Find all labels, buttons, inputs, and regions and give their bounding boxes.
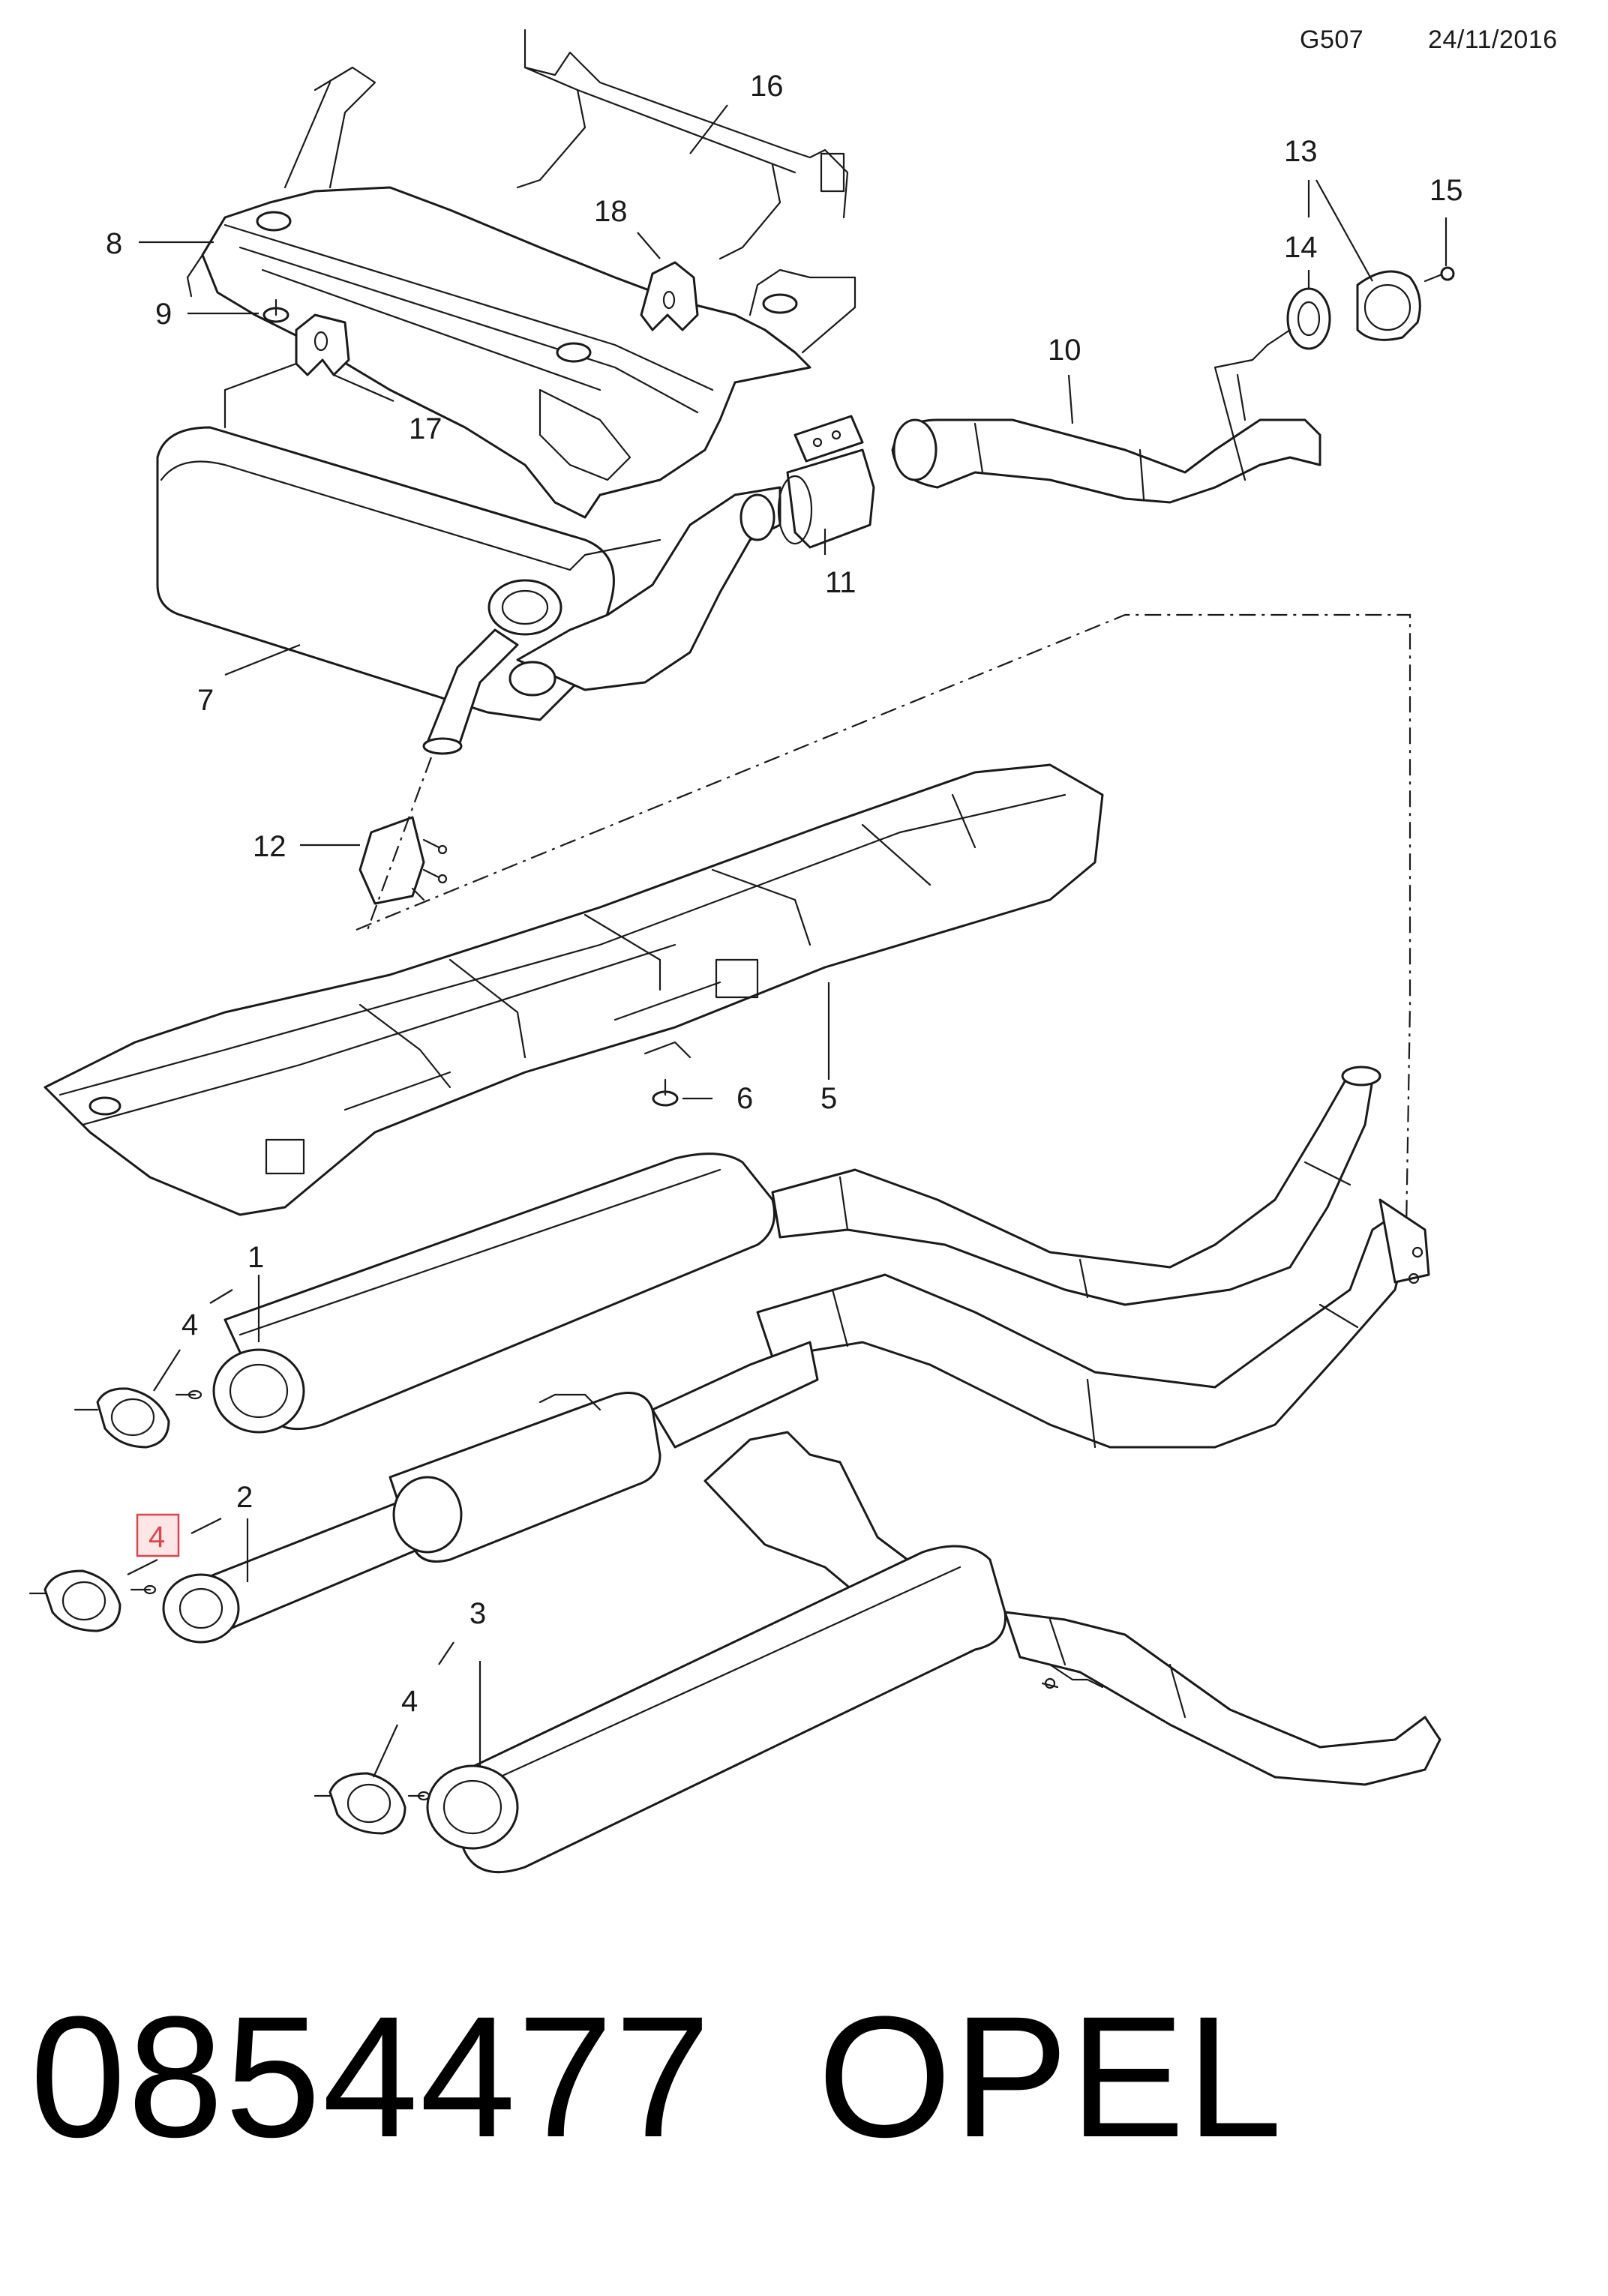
part-13-clip — [1356, 270, 1421, 341]
callout-12[interactable]: 12 — [253, 830, 286, 863]
part-5-heat-shield — [44, 763, 1104, 1216]
diagram-date: 24/11/2016 — [1428, 25, 1558, 54]
part-number: 0854477 — [30, 1980, 712, 2173]
part-4-gasket-b — [28, 1569, 157, 1632]
callout-14[interactable]: 14 — [1284, 231, 1318, 264]
part-4-gasket-c — [314, 1772, 430, 1835]
part-15-bolt — [1424, 266, 1455, 283]
part-14-ring — [1266, 287, 1331, 350]
callout-5[interactable]: 5 — [820, 1082, 837, 1115]
callout-7[interactable]: 7 — [197, 684, 214, 717]
callout-highlight-box[interactable] — [136, 1513, 180, 1557]
callout-1[interactable]: 1 — [248, 1241, 264, 1274]
callout-10[interactable]: 10 — [1048, 334, 1082, 367]
part-1-muffler-pipe — [212, 1066, 1430, 1449]
part-18-hanger — [640, 261, 699, 331]
callout-3[interactable]: 3 — [470, 1597, 486, 1630]
exhaust-system-diagram: 8 9 17 16 18 7 11 10 13 14 15 12 6 5 1 4… — [28, 28, 1463, 1874]
part-4-gasket-a — [74, 1387, 202, 1449]
callout-4-lower[interactable]: 4 — [401, 1685, 418, 1718]
callout-8[interactable]: 8 — [106, 227, 122, 260]
part-9-nut — [262, 298, 290, 323]
callout-6[interactable]: 6 — [736, 1082, 753, 1115]
callout-17[interactable]: 17 — [409, 412, 442, 445]
callout-4-upper[interactable]: 4 — [182, 1308, 198, 1341]
callout-18[interactable]: 18 — [594, 195, 628, 228]
callout-4-selected[interactable]: 4 — [148, 1521, 165, 1554]
part-7-rear-muffler — [156, 426, 782, 755]
brand-name: OPEL — [818, 1980, 1284, 2173]
part-10-tail-pipe — [891, 343, 1322, 504]
part-6-nut — [652, 1078, 679, 1107]
part-12-clamp — [358, 816, 448, 905]
callout-9[interactable]: 9 — [155, 298, 172, 331]
callout-16[interactable]: 16 — [750, 70, 784, 103]
part-2-center-pipe — [162, 1341, 819, 1644]
part-16-bracket — [516, 28, 849, 260]
callout-15[interactable]: 15 — [1430, 174, 1463, 207]
part-3-rear-muffler — [426, 1431, 1442, 1874]
part-8-heat-shield — [186, 66, 856, 519]
leader-lines — [127, 104, 1448, 1778]
dashed-connection — [356, 613, 1412, 1230]
callout-11[interactable]: 11 — [825, 566, 856, 599]
callout-2[interactable]: 2 — [236, 1481, 253, 1514]
diagram-code: G507 — [1300, 25, 1364, 54]
callout-13[interactable]: 13 — [1284, 135, 1318, 168]
part-11-clamp — [777, 415, 875, 549]
